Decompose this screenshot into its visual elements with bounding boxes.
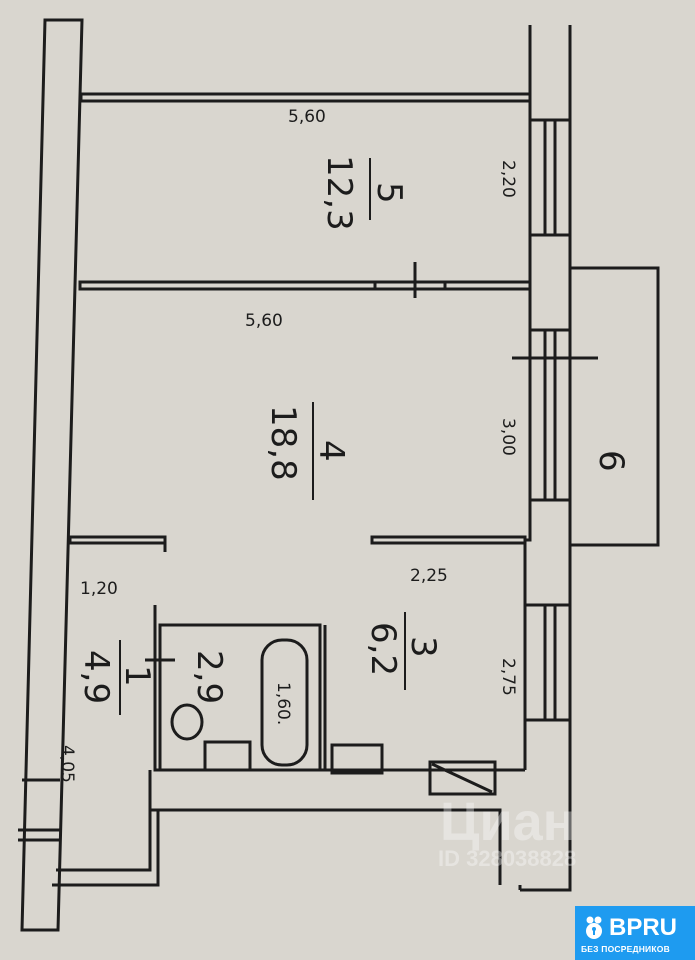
wall-room5-top <box>79 92 532 103</box>
svg-text:4,9: 4,9 <box>76 650 116 704</box>
room-5-label: 5 12,3 <box>319 155 409 231</box>
right-outer-wall-outer <box>520 25 572 892</box>
room-3-label: 3 6,2 <box>363 612 443 690</box>
right-outer-wall <box>523 25 532 770</box>
room-1-label: 1 4,9 <box>76 640 157 715</box>
svg-text:6,2: 6,2 <box>363 622 403 676</box>
svg-text:3: 3 <box>403 636 443 658</box>
toilet <box>170 703 204 741</box>
stove <box>330 743 384 775</box>
tub-length: 1,60. <box>273 682 293 725</box>
people-key-icon <box>586 916 602 939</box>
bathtub <box>260 638 309 767</box>
dim-hall-width: 1,20 <box>80 579 118 599</box>
dim-room4-width: 5,60 <box>245 311 283 331</box>
watermark-id: ID 328038828 <box>438 846 576 871</box>
svg-text:5: 5 <box>369 182 409 204</box>
svg-text:12,3: 12,3 <box>319 155 359 231</box>
svg-text:18,8: 18,8 <box>263 405 303 481</box>
svg-text:4: 4 <box>311 440 351 462</box>
balcony <box>570 266 660 547</box>
logo-name: BPRU <box>609 914 678 941</box>
wall-room4-hall <box>68 535 167 545</box>
dim-room4-window: 3,00 <box>498 418 518 456</box>
dim-room5-width: 5,60 <box>288 107 326 127</box>
balcony-number: 6 <box>591 450 631 472</box>
window-room5 <box>530 118 570 237</box>
dim-room5-window: 2,20 <box>498 160 518 198</box>
svg-text:1: 1 <box>117 665 157 687</box>
bathroom-area: 2,9 <box>189 650 229 704</box>
hall-bottom-wall <box>56 810 152 872</box>
dim-kitchen-window: 2,75 <box>498 658 518 696</box>
watermark-brand: Циан <box>440 792 575 852</box>
wall-room5-room4 <box>78 280 532 291</box>
bathroom-walls <box>153 605 327 772</box>
dim-hall-length: 4,05 <box>57 745 77 783</box>
logo-tagline: БЕЗ ПОСРЕДНИКОВ <box>581 944 670 954</box>
room-4-label: 4 18,8 <box>263 402 351 500</box>
window-room3 <box>525 603 570 722</box>
wall-room4-kitchen <box>370 535 527 545</box>
dim-kitchen-width: 2,25 <box>410 566 448 586</box>
left-outer-wall <box>20 18 84 932</box>
window-room4 <box>512 328 598 502</box>
sink <box>203 740 252 772</box>
bpru-logo: BPRU БЕЗ ПОСРЕДНИКОВ <box>575 906 695 960</box>
vent-shaft <box>428 760 497 796</box>
